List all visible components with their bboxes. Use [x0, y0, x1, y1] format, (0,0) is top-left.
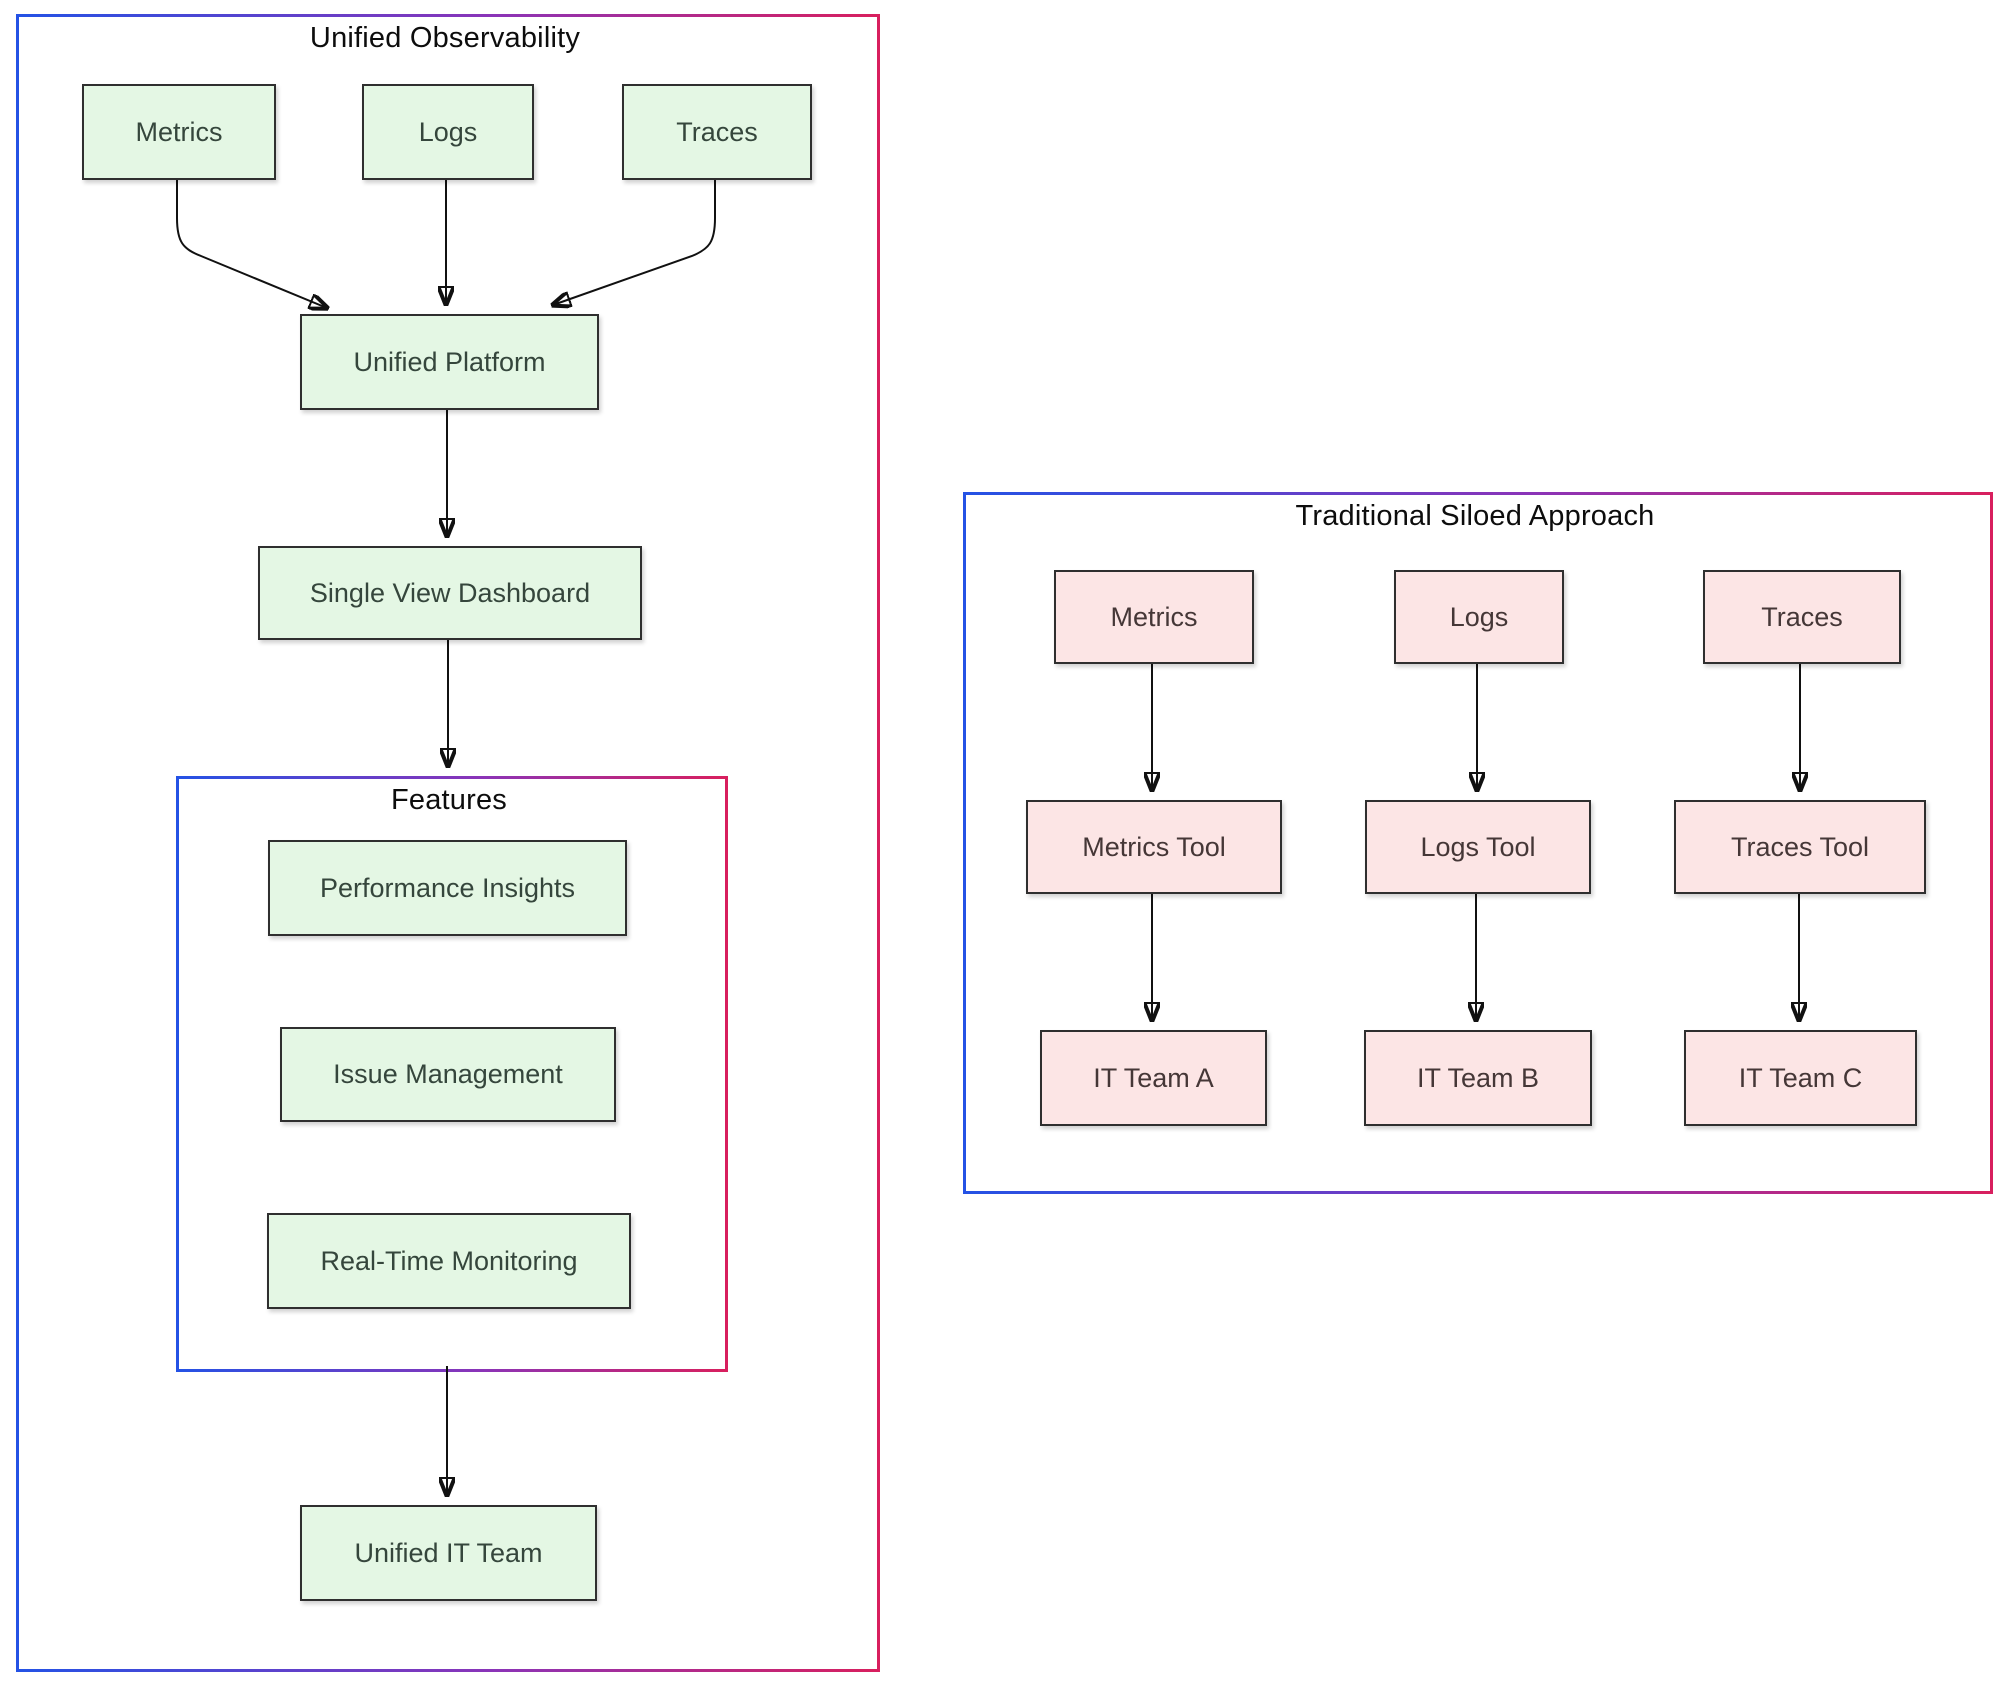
node-logs-tool: Logs Tool — [1365, 800, 1591, 894]
unified-observability-title: Unified Observability — [309, 22, 581, 54]
node-traces-tool: Traces Tool — [1674, 800, 1926, 894]
node-it-team-a: IT Team A — [1040, 1030, 1267, 1126]
node-siloed-metrics: Metrics — [1054, 570, 1254, 664]
edge-traces-to-platform — [553, 176, 716, 305]
node-real-time-monitoring: Real-Time Monitoring — [267, 1213, 631, 1309]
edge-metrics-to-platform — [176, 176, 327, 308]
node-metrics: Metrics — [82, 84, 276, 180]
node-unified-it-team: Unified IT Team — [300, 1505, 597, 1601]
node-single-view-dashboard: Single View Dashboard — [258, 546, 642, 640]
traditional-siloed-title: Traditional Siloed Approach — [1295, 500, 1655, 532]
node-performance-insights: Performance Insights — [268, 840, 627, 936]
features-title: Features — [390, 784, 508, 816]
node-unified-platform: Unified Platform — [300, 314, 599, 410]
node-issue-management: Issue Management — [280, 1027, 616, 1122]
node-it-team-b: IT Team B — [1364, 1030, 1592, 1126]
node-metrics-tool: Metrics Tool — [1026, 800, 1282, 894]
node-logs: Logs — [362, 84, 534, 180]
node-it-team-c: IT Team C — [1684, 1030, 1917, 1126]
node-traces: Traces — [622, 84, 812, 180]
node-siloed-logs: Logs — [1394, 570, 1564, 664]
node-siloed-traces: Traces — [1703, 570, 1901, 664]
